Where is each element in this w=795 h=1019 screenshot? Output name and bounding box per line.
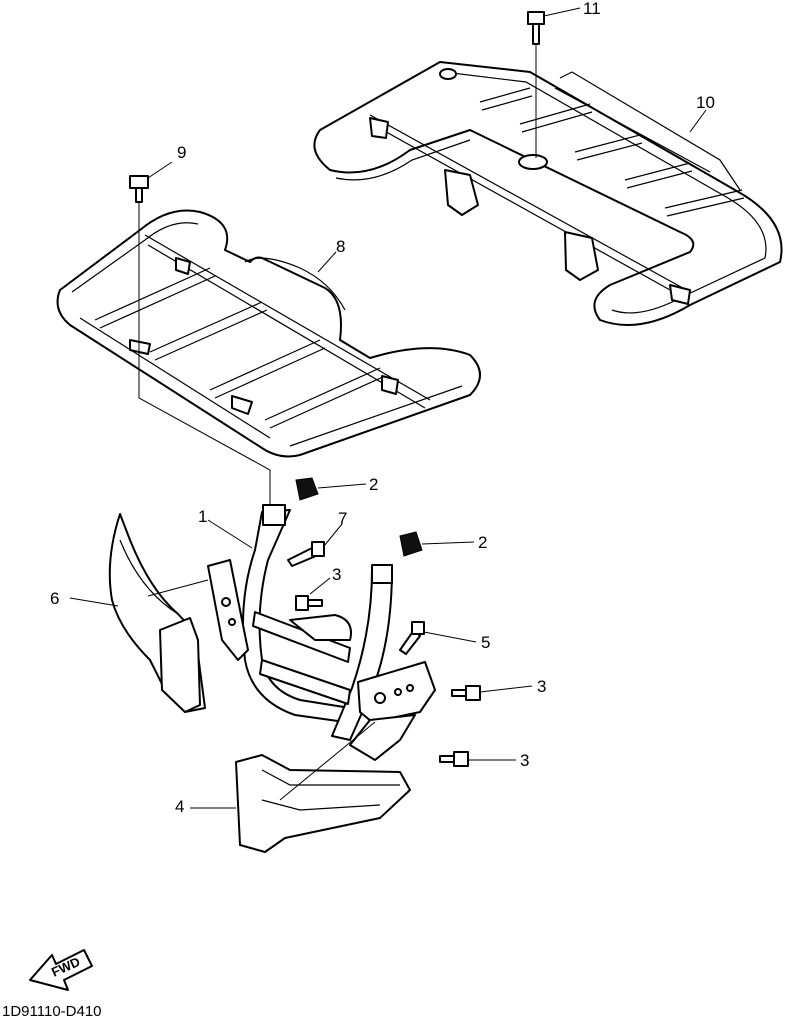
callout-5: 5 xyxy=(481,633,490,652)
rear-carrier xyxy=(313,61,783,326)
screw-5 xyxy=(399,621,477,655)
fwd-arrow-icon: FWD xyxy=(29,949,93,991)
bolt-11 xyxy=(527,7,581,158)
callout-9: 9 xyxy=(177,143,186,162)
rubber-plug-2a xyxy=(295,477,367,501)
callout-7: 7 xyxy=(338,509,347,528)
callout-3c: 3 xyxy=(520,751,529,770)
leader-8 xyxy=(317,251,337,273)
leader-10 xyxy=(689,109,707,133)
cover-4 xyxy=(190,721,411,853)
callout-3a: 3 xyxy=(332,565,341,584)
diagram-code: 1D91110-D410 xyxy=(2,1003,102,1019)
bolt-3a xyxy=(295,577,331,611)
callout-1: 1 xyxy=(198,507,207,526)
callout-3b: 3 xyxy=(537,677,546,696)
front-guard xyxy=(207,504,436,761)
cover-6 xyxy=(69,513,209,713)
callout-8: 8 xyxy=(336,237,345,256)
callout-10: 10 xyxy=(696,93,715,112)
callout-11: 11 xyxy=(583,0,601,18)
callout-2b: 2 xyxy=(478,533,487,552)
screw-7 xyxy=(287,523,343,567)
front-carrier xyxy=(56,209,481,458)
bolt-9 xyxy=(129,161,271,510)
rubber-plug-2b xyxy=(399,531,475,557)
bolt-3b xyxy=(451,685,533,701)
callout-6: 6 xyxy=(50,589,59,608)
callout-4: 4 xyxy=(175,797,184,816)
callout-2a: 2 xyxy=(369,475,378,494)
bolt-3c xyxy=(439,751,516,767)
